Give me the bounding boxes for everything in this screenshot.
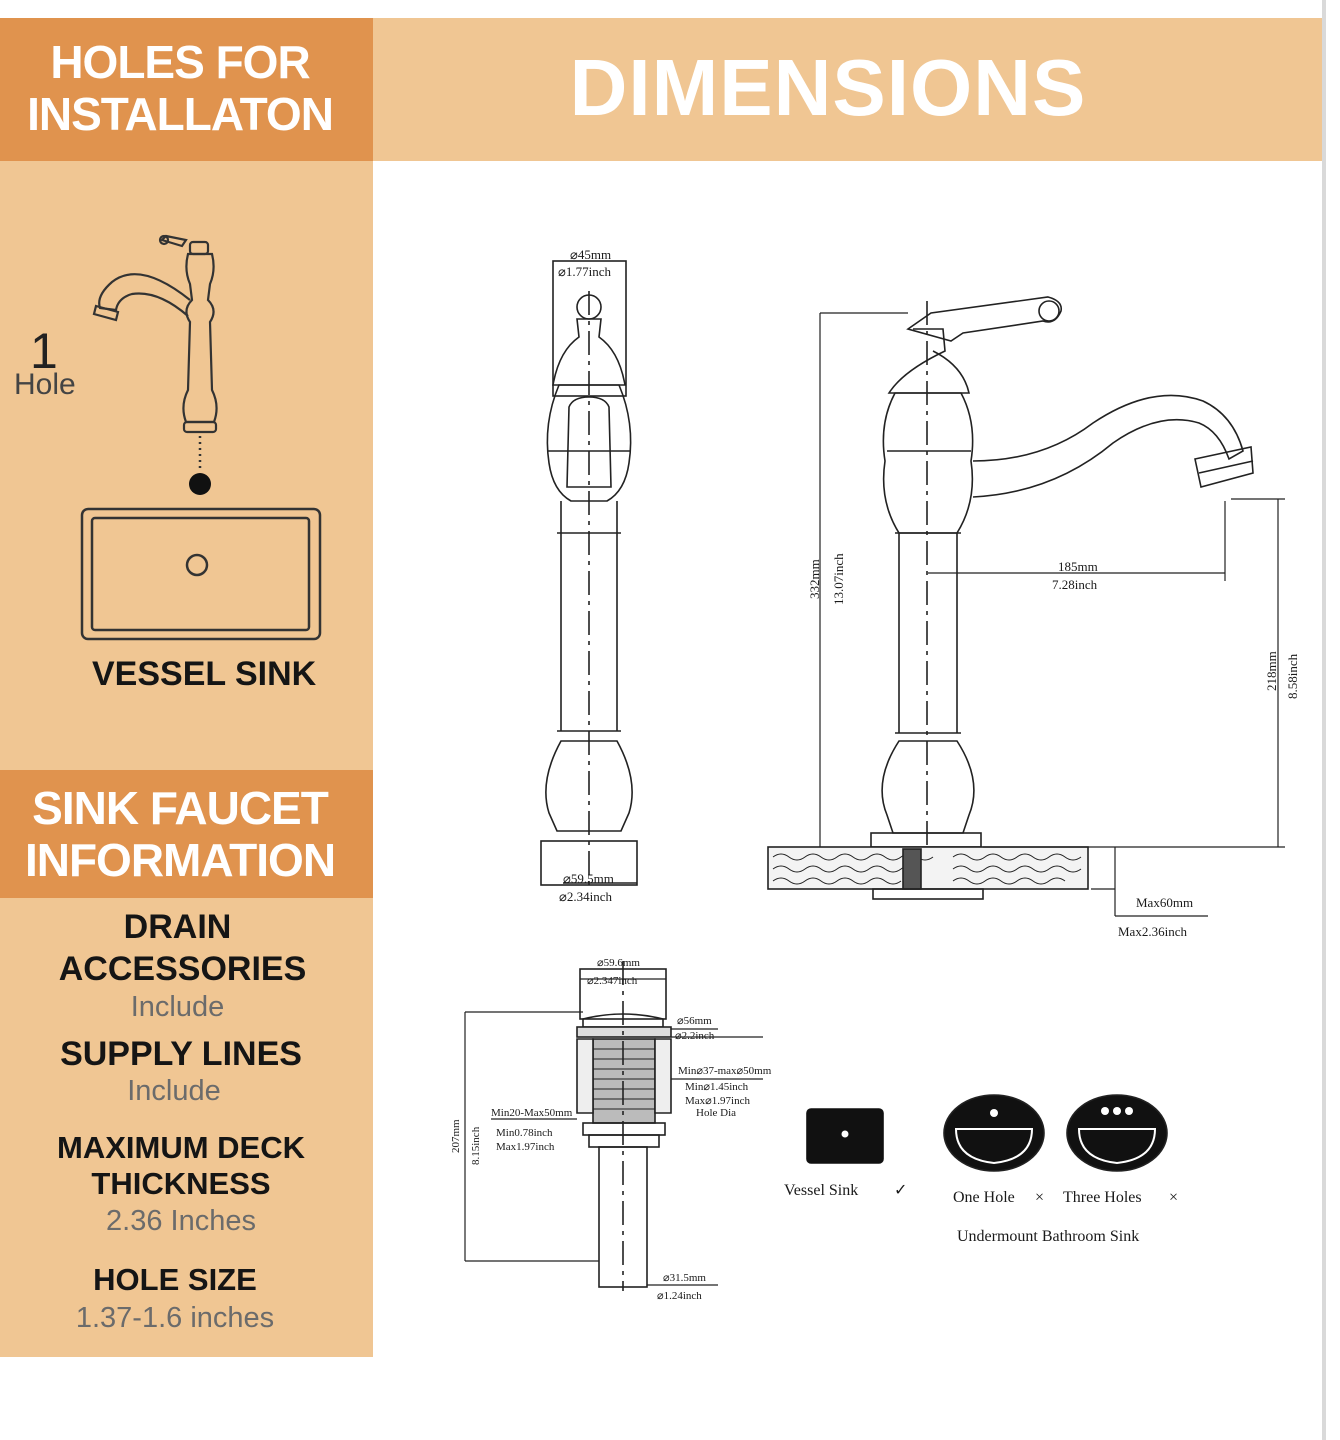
- three-holes-label: Three Holes: [1063, 1189, 1142, 1206]
- undermount-label: Undermount Bathroom Sink: [957, 1228, 1139, 1245]
- faucet-front-view: [540, 260, 638, 891]
- hole-range: Min⌀37-max⌀50mm: [678, 1065, 772, 1077]
- spec-supply-value: Include: [127, 1075, 221, 1107]
- left-info-panel: [0, 161, 373, 1357]
- faucet-dimension-lines: [819, 312, 1285, 917]
- thick-max-in: Max1.97inch: [496, 1141, 555, 1153]
- drain-bot-mm: ⌀31.5mm: [663, 1272, 706, 1284]
- drain-diagram: [576, 961, 672, 1291]
- spout-in: 8.58inch: [1285, 653, 1300, 699]
- drain-hole-icon: [185, 553, 209, 577]
- spec-drain-value: Include: [130, 991, 225, 1023]
- drain-top-mm: ⌀59.6mm: [597, 957, 640, 969]
- hole-min-in: Min⌀1.45inch: [685, 1081, 749, 1093]
- reach-in: 7.28inch: [1052, 577, 1098, 592]
- info-title: SINK FAUCET INFORMATION: [0, 782, 360, 886]
- page-edge: [1322, 0, 1340, 1440]
- mini-faucet-icon: [92, 234, 218, 434]
- spec-supply: SUPPLY LINES Include: [0, 1034, 362, 1108]
- spec-deck-title1: MAXIMUM DECK: [57, 1130, 305, 1165]
- drain-56-mm: ⌀56mm: [677, 1015, 712, 1027]
- countertop-section: [767, 846, 1089, 900]
- hole-max-in: Max⌀1.97inch: [685, 1095, 750, 1107]
- hole-label: Hole: [14, 368, 76, 401]
- vessel-sink-outer: [80, 507, 322, 641]
- spec-drain-title1: DRAIN: [123, 908, 232, 946]
- three-holes-mark: ×: [1169, 1189, 1178, 1206]
- faucet-side-view: [870, 296, 1254, 851]
- one-hole-label: One Hole: [953, 1189, 1015, 1206]
- one-hole-mark: ×: [1035, 1189, 1044, 1206]
- spec-drain-title2: ACCESSORIES: [58, 950, 307, 988]
- holes-title-line1: HOLES FOR: [50, 36, 310, 88]
- spec-drain: DRAIN ACCESSORIES Include: [0, 906, 355, 1024]
- vessel-sink-label: VESSEL SINK: [92, 655, 317, 693]
- reach-mm: 185mm: [1058, 559, 1098, 574]
- info-title-line2: INFORMATION: [24, 834, 336, 886]
- thick-range: Min20-Max50mm: [491, 1107, 573, 1119]
- height-mm: 332mm: [807, 559, 822, 599]
- deck-in: Max2.36inch: [1118, 924, 1187, 939]
- faucet-hole-illustration: [80, 234, 322, 641]
- drain-h-mm: 207mm: [450, 1119, 462, 1153]
- drain-56-in: ⌀2.2inch: [675, 1030, 715, 1042]
- vessel-check-mark: ✓: [894, 1182, 907, 1199]
- drain-h-in: 8.15inch: [470, 1126, 482, 1165]
- hole-dot: [189, 473, 211, 495]
- spout-mm: 218mm: [1264, 651, 1279, 691]
- spec-supply-title: SUPPLY LINES: [60, 1035, 302, 1073]
- technical-drawing: ⌀45mm ⌀1.77inch ⌀59.5mm ⌀2.34inch 332mm …: [450, 247, 1300, 1302]
- holes-title: HOLES FOR INSTALLATON: [0, 36, 360, 140]
- spec-hole-size: HOLE SIZE 1.37-1.6 inches: [0, 1262, 350, 1338]
- top-dia-in: ⌀1.77inch: [558, 264, 611, 279]
- spec-hole-title: HOLE SIZE: [93, 1262, 257, 1297]
- vessel-sink-inner: [90, 516, 311, 632]
- hole-dia: Hole Dia: [696, 1107, 736, 1119]
- info-title-line1: SINK FAUCET: [32, 782, 329, 834]
- drain-top-in: ⌀2.347inch: [587, 975, 638, 987]
- spec-deck-title2: THICKNESS: [91, 1166, 271, 1201]
- holes-header-band: [0, 18, 373, 161]
- dimension-labels: ⌀45mm ⌀1.77inch ⌀59.5mm ⌀2.34inch 332mm …: [450, 247, 1300, 1302]
- drain-bot-in: ⌀1.24inch: [657, 1290, 702, 1302]
- dimensions-header-band: [373, 18, 1330, 161]
- dimensions-title: DIMENSIONS: [569, 43, 1087, 132]
- sink-type-icons: [806, 1094, 1168, 1172]
- vessel-type-label: Vessel Sink: [784, 1182, 858, 1199]
- drain-dimension-lines: [464, 978, 763, 1286]
- height-in: 13.07inch: [831, 553, 846, 605]
- deck-mm: Max60mm: [1136, 895, 1193, 910]
- base-dia-mm: ⌀59.5mm: [563, 871, 614, 886]
- spec-deck: MAXIMUM DECK THICKNESS 2.36 Inches: [0, 1130, 362, 1240]
- thick-min-in: Min0.78inch: [496, 1127, 553, 1139]
- base-dia-in: ⌀2.34inch: [559, 889, 612, 904]
- top-dia-mm: ⌀45mm: [570, 247, 611, 262]
- info-header-band: [0, 770, 373, 898]
- holes-title-line2: INSTALLATON: [27, 88, 334, 140]
- spec-hole-value: 1.37-1.6 inches: [75, 1302, 275, 1334]
- hole-count: 1: [30, 323, 58, 379]
- spec-deck-value: 2.36 Inches: [106, 1205, 256, 1237]
